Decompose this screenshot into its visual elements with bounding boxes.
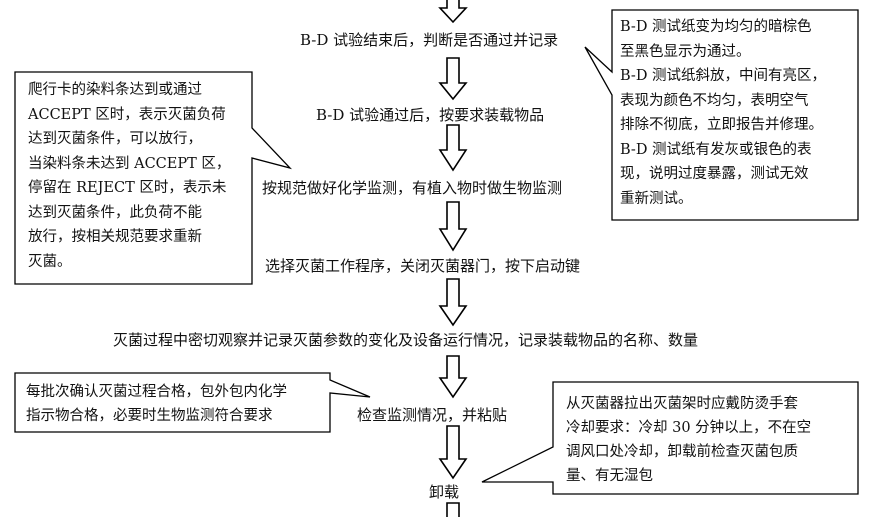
callout-line: 灭菌。 xyxy=(28,253,72,270)
callout-line: ACCEPT 区时，表示灭菌负荷 xyxy=(28,106,226,123)
callout-line: 达到灭菌条件，此负荷不能 xyxy=(28,204,202,221)
callout-line: 量、有无湿包 xyxy=(566,468,653,484)
callout-line: B-D 测试纸有发灰或银色的表 xyxy=(620,141,812,158)
callout-line: 指示物合格，必要时生物监测符合要求 xyxy=(26,408,273,424)
callout-line: 停留在 REJECT 区时，表示未 xyxy=(28,180,227,196)
callout-bd-result: B-D 测试纸变为均匀的暗棕色 至黑色显示为通过。 B-D 测试纸斜放，中间有亮… xyxy=(620,15,826,211)
flow-arrow-2 xyxy=(438,124,468,172)
callout-line: 现，说明过度暴露，测试无效 xyxy=(620,166,809,182)
flow-arrow-4 xyxy=(438,278,468,327)
flow-arrow-6 xyxy=(438,425,468,480)
flow-arrow-7 xyxy=(446,502,460,517)
callout-unload-outline xyxy=(481,381,859,495)
callout-line: B-D 测试纸斜放，中间有亮区， xyxy=(620,68,827,84)
callout-unload: 从灭菌器拉出灭菌架时应戴防烫手套 冷却要求：冷却 30 分钟以上，不在空 调风口… xyxy=(566,392,811,488)
callout-crawl-card-outline xyxy=(14,71,293,285)
callout-line: 重新测试。 xyxy=(620,190,693,207)
callout-crawl-card: 爬行卡的染料条达到或通过 ACCEPT 区时，表示灭菌负荷 达到灭菌条件，可以放… xyxy=(28,78,230,274)
step-monitoring: 按规范做好化学监测，有植入物时做生物监测 xyxy=(262,179,563,197)
flow-arrow-3 xyxy=(438,201,468,252)
callout-batch-confirm-outline xyxy=(14,372,371,433)
callout-line: 爬行卡的染料条达到或通过 xyxy=(28,82,202,98)
step-bd-pass-load: B-D 试验通过后，按要求装载物品 xyxy=(316,106,545,124)
step-select-program: 选择灭菌工作程序，关闭灭菌器门，按下启动键 xyxy=(265,257,581,275)
callout-line: B-D 测试纸变为均匀的暗棕色 xyxy=(620,19,812,35)
callout-line: 排除不彻底，立即报告并修理。 xyxy=(620,117,823,133)
flow-arrow-1 xyxy=(438,57,468,101)
step-bd-test-end: B-D 试验结束后，判断是否通过并记录 xyxy=(300,31,559,49)
callout-line: 放行，按相关规范要求重新 xyxy=(28,229,202,245)
callout-batch-confirm: 每批次确认灭菌过程合格，包外包内化学 指示物合格，必要时生物监测符合要求 xyxy=(26,380,287,428)
callout-line: 达到灭菌条件，可以放行， xyxy=(28,131,202,147)
flow-arrow-0 xyxy=(438,0,468,24)
callout-line: 表现为颜色不均匀，表明空气 xyxy=(620,92,809,109)
callout-line: 调风口处冷却，卸载前检查灭菌包质 xyxy=(566,444,798,460)
step-unload: 卸载 xyxy=(429,483,460,501)
step-check-monitoring: 检查监测情况，并粘贴 xyxy=(357,406,508,424)
callout-line: 冷却要求：冷却 30 分钟以上，不在空 xyxy=(566,420,812,436)
flow-arrow-5 xyxy=(438,355,468,399)
callout-bd-result-outline xyxy=(584,9,859,221)
step-observe-record: 灭菌过程中密切观察并记录灭菌参数的变化及设备运行情况，记录装载物品的名称、数量 xyxy=(113,331,699,349)
callout-line: 每批次确认灭菌过程合格，包外包内化学 xyxy=(26,384,287,400)
callout-line: 至黑色显示为通过。 xyxy=(620,43,751,60)
callout-line: 当染料条未达到 ACCEPT 区， xyxy=(28,155,231,172)
callout-line: 从灭菌器拉出灭菌架时应戴防烫手套 xyxy=(566,396,798,412)
